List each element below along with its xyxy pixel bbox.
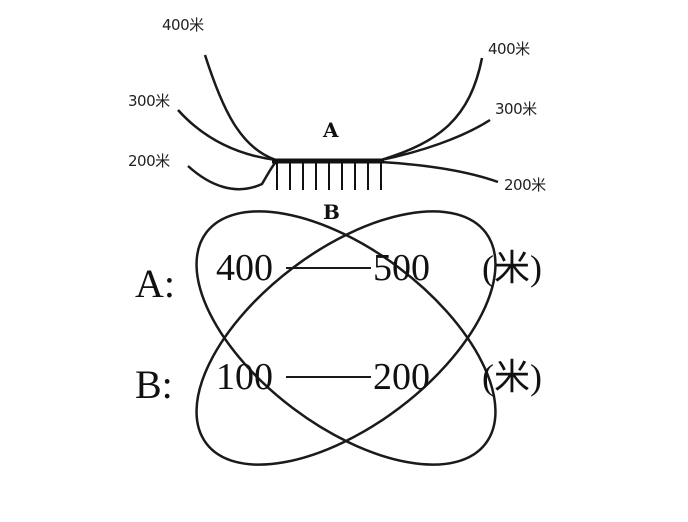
contour-line-right-200 (380, 160, 499, 184)
row-a-high-value: 500 (373, 247, 430, 289)
contour-label-right-300: 300米 (495, 100, 537, 118)
row-b-low-value: 100 (216, 356, 273, 398)
contour-line-left-300 (177, 109, 277, 162)
row-a-low-value: 400 (216, 247, 273, 289)
crossed-ellipse-1 (195, 210, 497, 466)
row-b-label: B: (135, 362, 173, 407)
point-label-b: B (323, 200, 340, 224)
contour-line-left-200 (187, 161, 277, 191)
contour-label-left-200: 200米 (128, 152, 170, 170)
contour-label-left-300: 300米 (128, 92, 170, 110)
contour-label-right-400: 400米 (488, 40, 530, 58)
row-b-unit: (米) (482, 357, 542, 397)
contour-line-left-400 (203, 54, 277, 162)
contour-label-right-200: 200米 (504, 176, 546, 194)
row-a-label: A: (135, 261, 175, 306)
row-b-high-value: 200 (373, 356, 430, 398)
row-a-unit: (米) (482, 248, 542, 288)
contour-line-right-400 (380, 57, 484, 162)
crossed-ellipse-2 (195, 210, 497, 466)
contour-label-left-400: 400米 (162, 16, 204, 34)
contour-line-right-300 (380, 118, 491, 162)
cliff-hatch-marks (276, 161, 382, 190)
point-label-a: A (322, 118, 339, 142)
